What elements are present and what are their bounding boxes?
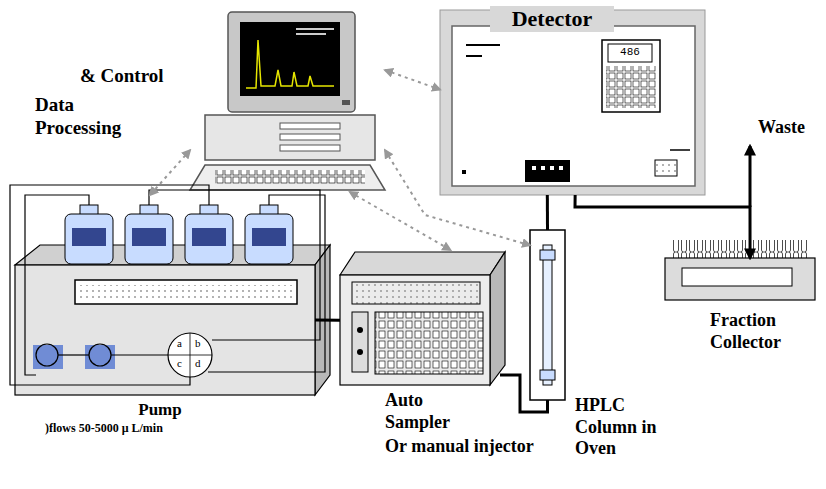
waste-label: Waste [758, 118, 805, 136]
control-link [150, 150, 190, 195]
autosampler-box: Auto SamplerOr manual injector [340, 250, 500, 385]
flow-tube [315, 319, 340, 322]
column-oven [530, 230, 565, 400]
valve-port: d [195, 358, 201, 369]
node-title: Auto Sampler [385, 390, 480, 433]
autosampler-unit [340, 252, 505, 385]
detector-box: Detector486 [440, 10, 705, 195]
control-link [350, 192, 451, 250]
flow-tube [500, 375, 548, 412]
fraction-collector-box: Fraction Collector [665, 258, 815, 300]
node-text: 486 [608, 46, 652, 59]
detector-unit [440, 10, 705, 195]
node-title: & Control [80, 65, 188, 88]
control-link [385, 70, 440, 89]
computer-node: & ControlData Processing [190, 10, 385, 192]
waste-line [749, 146, 752, 207]
pump-box: Pump)flows 50-5000 μ L/min [15, 195, 315, 395]
node-text: Or manual injector [385, 436, 560, 458]
flow-tube [546, 195, 549, 230]
node-text: )flows 50-5000 μ L/min [45, 421, 295, 435]
fraction-collector-unit [665, 240, 815, 300]
node-title: Detector [490, 6, 614, 32]
node-title: HPLC Column in Oven [575, 395, 680, 460]
column-box: HPLC Column in Oven [530, 230, 565, 400]
node-title: Pump [115, 400, 205, 420]
valve-port: c [177, 358, 182, 369]
pump-unit [10, 185, 330, 395]
node-text: Data Processing [35, 94, 155, 140]
flow-tube [575, 195, 750, 258]
valve-port: b [195, 338, 201, 349]
computer [190, 12, 385, 190]
valve-port: a [177, 338, 182, 349]
node-title: Fraction Collector [710, 310, 810, 353]
control-link [385, 150, 530, 245]
solvent-bottle [65, 205, 293, 264]
